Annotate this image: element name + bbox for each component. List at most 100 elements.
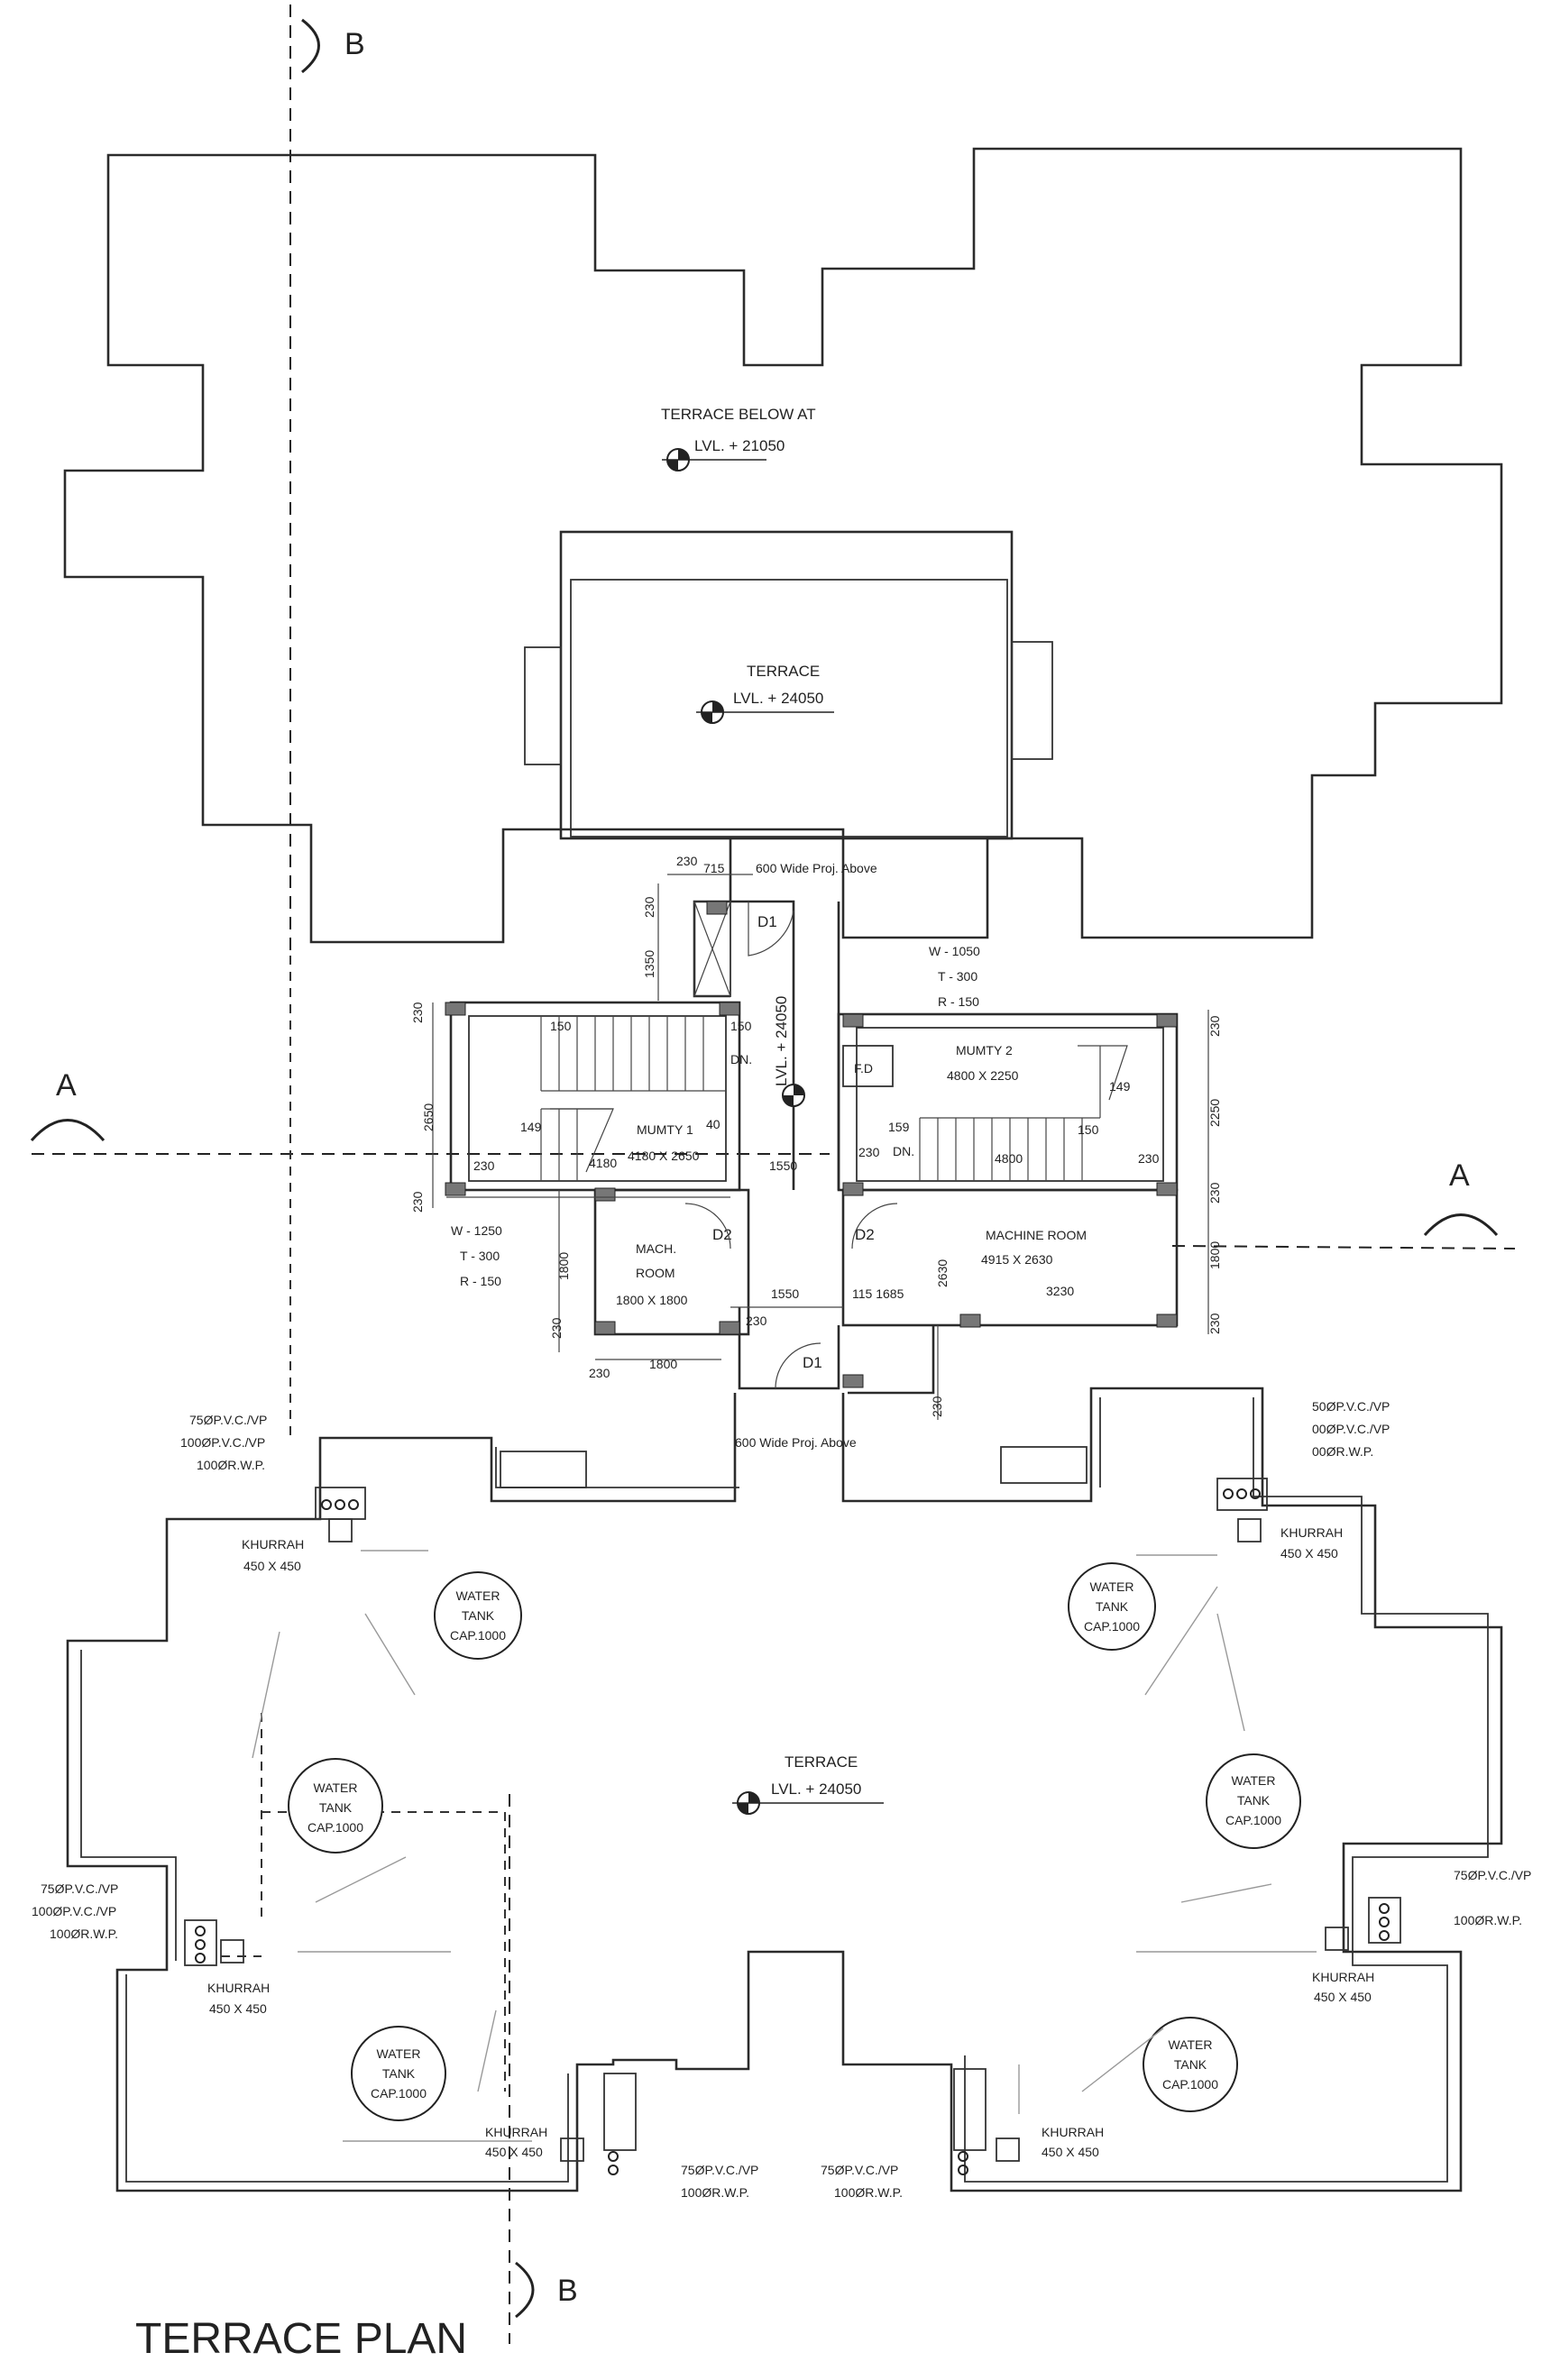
projection-bottom-label: 600 Wide Proj. Above (735, 1435, 857, 1450)
khurrah-size: 450 X 450 (243, 1559, 301, 1573)
terrace-below-outline (63, 147, 1503, 944)
slope-arrows (252, 1550, 1317, 2142)
stair-right-t: T - 300 (938, 969, 977, 984)
khurrah-size: 450 X 450 (485, 2145, 543, 2159)
khurrah-label: KHURRAH (207, 1981, 270, 1995)
main-terrace-level: LVL. + 24050 (771, 1780, 861, 1798)
door-d1-bottom: D1 (803, 1354, 822, 1371)
section-label-b-bottom: B (557, 2274, 578, 2308)
columns (445, 901, 1178, 1388)
svg-text:TANK: TANK (319, 1800, 353, 1815)
fire-door-box (842, 1045, 894, 1087)
pipe-label: 50ØP.V.C./VP (1312, 1399, 1390, 1414)
dim: 40 (706, 1117, 720, 1131)
pipe-cluster (953, 2068, 1020, 2175)
dim: 230 (1207, 1182, 1222, 1204)
pipe-label: 100ØR.W.P. (834, 2185, 903, 2200)
dimension-lines (432, 874, 1209, 1420)
dim: 2650 (421, 1103, 436, 1131)
stair-right-r: R - 150 (938, 994, 979, 1009)
mumty-2-size: 4800 X 2250 (947, 1068, 1019, 1083)
dim: 230 (589, 1366, 610, 1380)
machine-room-size: 4915 X 2630 (981, 1252, 1053, 1267)
svg-text:WATER: WATER (314, 1780, 358, 1795)
dashed-outline (221, 956, 506, 2092)
dim: 230 (676, 854, 698, 868)
stair-left-w: W - 1250 (451, 1223, 502, 1238)
dim: 230 (473, 1158, 495, 1173)
pipe-label: 100ØP.V.C./VP (32, 1904, 116, 1918)
upper-terrace-level: LVL. + 24050 (733, 690, 823, 707)
dim: 1800 (556, 1252, 571, 1280)
khurrah-label: KHURRAH (1312, 1970, 1374, 1984)
water-tank: WATER TANK CAP.1000 (1143, 2017, 1238, 2112)
upper-terrace-outer (559, 530, 1014, 840)
svg-text:TANK: TANK (1237, 1793, 1271, 1808)
khurrah-label: KHURRAH (1280, 1525, 1343, 1540)
dim: 230 (549, 1317, 564, 1339)
main-terrace-label: TERRACE (785, 1753, 858, 1771)
mumty-1-size: 4180 X 2650 (628, 1149, 700, 1163)
dim: 2630 (935, 1259, 950, 1287)
svg-text:CAP.1000: CAP.1000 (371, 2086, 427, 2101)
section-marker-b-bottom (515, 2261, 535, 2319)
pipe-label: 75ØP.V.C./VP (1454, 1868, 1531, 1882)
dim: 150 (550, 1019, 572, 1033)
khurrah-size: 450 X 450 (1314, 1990, 1372, 2004)
dim: 150 (730, 1019, 752, 1033)
door-d1-top: D1 (757, 913, 777, 930)
terrace-small-box (1000, 1446, 1088, 1484)
pipe-label: 100ØR.W.P. (681, 2185, 749, 2200)
upper-terrace-stub-left (524, 646, 562, 765)
mumty-1-name: MUMTY 1 (637, 1122, 693, 1137)
upper-terrace-label: TERRACE (747, 663, 820, 680)
level-marker-icon (732, 1791, 884, 1815)
pipe-label: 00ØP.V.C./VP (1312, 1422, 1390, 1436)
stair-dn-label: DN. (730, 1052, 752, 1066)
lift-cross (693, 901, 731, 997)
khurrah-size: 450 X 450 (209, 2001, 267, 2016)
door-swing-d1-bottom (775, 1342, 821, 1389)
pipe-label: 100ØR.W.P. (1454, 1913, 1522, 1927)
dim: 1550 (771, 1286, 799, 1301)
dim: 230 (642, 896, 656, 918)
svg-text:WATER: WATER (1169, 2037, 1213, 2052)
dim: 715 (703, 861, 725, 875)
lower-terrace-inner (80, 1397, 1489, 2183)
door-swing-d1-top (748, 902, 794, 957)
mach-room-name-1: MACH. (636, 1241, 676, 1256)
pipe-label: 75ØP.V.C./VP (189, 1413, 267, 1427)
section-label-a-left: A (56, 1068, 77, 1103)
khurrah-size: 450 X 450 (1280, 1546, 1338, 1561)
svg-text:WATER: WATER (1232, 1773, 1276, 1788)
core-walls (693, 838, 840, 1190)
stair-dn2-label: DN. (893, 1144, 914, 1158)
pipe-cluster (315, 1487, 366, 1542)
svg-text:CAP.1000: CAP.1000 (1162, 2077, 1218, 2092)
khurrah-label: KHURRAH (242, 1537, 304, 1552)
water-tank: WATER TANK CAP.1000 (1068, 1562, 1156, 1651)
mumty-2-name: MUMTY 2 (956, 1043, 1013, 1057)
pipe-cluster (184, 1919, 244, 1966)
projection-top-label: 600 Wide Proj. Above (756, 861, 877, 875)
svg-text:TANK: TANK (1096, 1599, 1129, 1614)
mach-room (593, 1188, 750, 1336)
mumty-2-stair (919, 1045, 1128, 1181)
pipe-cluster (1216, 1478, 1268, 1542)
khurrah-label: KHURRAH (485, 2125, 547, 2139)
upper-terrace-stub-right (1011, 641, 1053, 760)
dim: 4180 (589, 1156, 617, 1170)
dim: 149 (520, 1120, 542, 1134)
svg-text:CAP.1000: CAP.1000 (1225, 1813, 1281, 1827)
pipe-label: 100ØP.V.C./VP (180, 1435, 265, 1450)
terrace-small-box (500, 1451, 587, 1488)
water-tank: WATER TANK CAP.1000 (1206, 1753, 1301, 1849)
door-d2-left: D2 (712, 1226, 732, 1243)
pipe-cluster (1325, 1897, 1401, 1951)
dim: 159 (888, 1120, 910, 1134)
section-marker-a-left (30, 1119, 106, 1141)
dim: 230 (1207, 1313, 1222, 1334)
core-lower-walls (738, 1307, 935, 1395)
svg-text:WATER: WATER (456, 1588, 500, 1603)
